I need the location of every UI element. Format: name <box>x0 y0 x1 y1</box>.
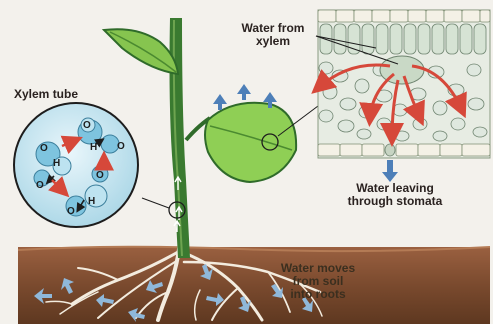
atom-label: H <box>53 158 60 169</box>
label-line: xylem <box>232 35 314 48</box>
atom-label: H <box>88 196 95 207</box>
stoma <box>385 144 395 156</box>
label-line: Xylem tube <box>14 88 78 101</box>
atom-label: O <box>40 143 48 154</box>
atom-label: O <box>96 170 104 181</box>
atom-label: O <box>36 180 44 191</box>
label-water-from-xylem: Water from xylem <box>232 22 314 48</box>
leaf-cross-section <box>318 10 490 158</box>
atom-label: O <box>67 206 75 217</box>
label-line: into roots <box>270 288 366 301</box>
atom-label: O <box>83 120 91 131</box>
soil <box>18 247 490 324</box>
label-xylem-tube: Xylem tube <box>14 88 78 101</box>
label-line: through stomata <box>330 195 460 208</box>
atom-label: O <box>117 141 125 152</box>
label-water-leaving: Water leaving through stomata <box>330 182 460 208</box>
label-water-moves: Water moves from soil into roots <box>270 262 366 301</box>
